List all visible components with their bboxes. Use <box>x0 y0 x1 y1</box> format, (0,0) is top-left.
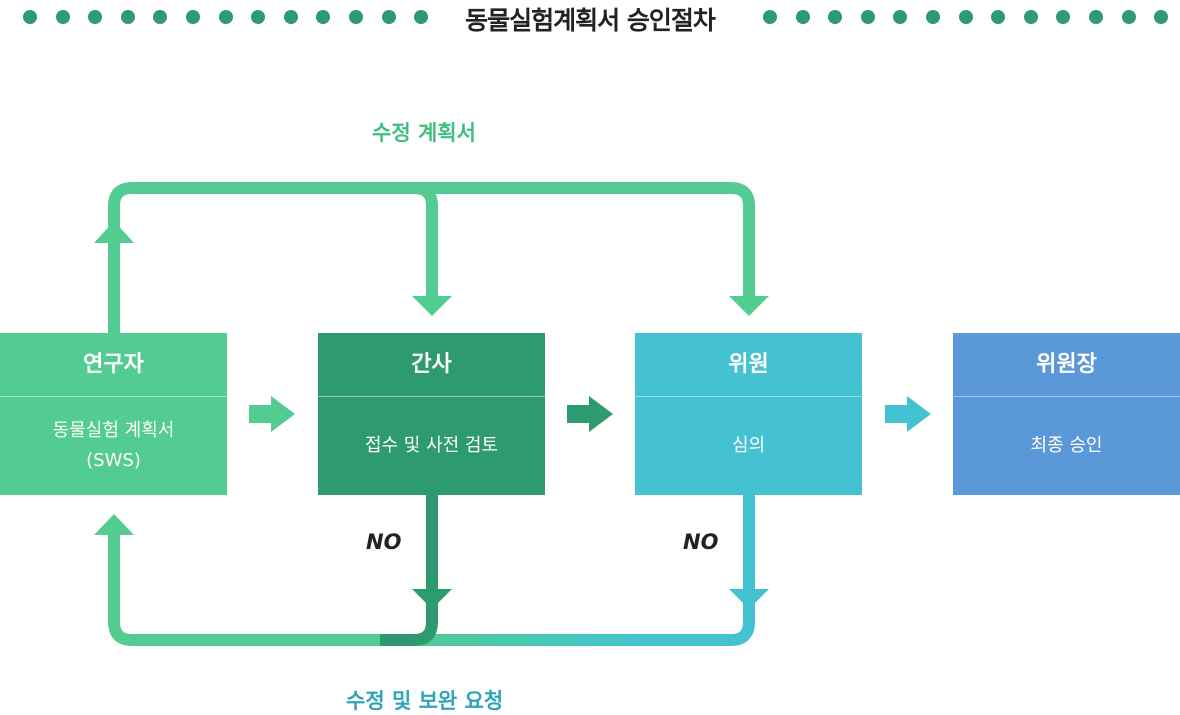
title-dot <box>185 10 200 24</box>
revised-plan-path-admin <box>108 182 438 333</box>
step-arrow-2-icon <box>567 396 613 432</box>
title-dot <box>381 10 396 24</box>
title-dot <box>893 10 908 24</box>
title-dot <box>153 10 168 24</box>
chair-role: 위원장 <box>953 333 1180 397</box>
arrow-down-admin-icon <box>412 296 452 316</box>
title-dot <box>991 10 1006 24</box>
arrow-down-committee-no-icon <box>729 589 769 609</box>
title-dot <box>1154 10 1169 24</box>
committee-box: 위원 심의 <box>635 333 862 495</box>
researcher-role: 연구자 <box>0 333 227 397</box>
title-dot <box>795 10 810 24</box>
chair-box: 위원장 최종 승인 <box>953 333 1180 495</box>
chair-task: 최종 승인 <box>1030 435 1103 456</box>
title-dot <box>414 10 429 24</box>
title-dot <box>348 10 363 24</box>
arrow-up-researcher-icon <box>94 221 134 243</box>
revision-request-label: 수정 및 보완 요청 <box>346 689 504 713</box>
title-dot <box>925 10 940 24</box>
title-dot <box>316 10 331 24</box>
title-dot <box>1056 10 1071 24</box>
title-dots-left <box>23 10 429 24</box>
title-dot <box>251 10 266 24</box>
title-dot <box>828 10 843 24</box>
committee-role: 위원 <box>635 333 862 397</box>
title-dot <box>23 10 37 24</box>
researcher-box: 연구자 동물실험 계획서 (SWS) <box>0 333 227 495</box>
title-dot <box>860 10 875 24</box>
title-dot <box>1023 10 1038 24</box>
title-dot <box>1088 10 1103 24</box>
title-dot <box>1121 10 1136 24</box>
step-arrow-3-icon <box>885 396 931 432</box>
page-title: 동물실험계획서 승인절차 <box>465 6 716 35</box>
admin-task: 접수 및 사전 검토 <box>364 435 499 456</box>
admin-no-label: NO <box>366 530 402 554</box>
admin-role: 간사 <box>318 333 545 397</box>
title-dot <box>55 10 70 24</box>
arrow-down-committee-icon <box>729 296 769 316</box>
title-dot <box>763 10 777 24</box>
arrow-down-admin-no-icon <box>412 589 452 609</box>
revision-request-path <box>108 495 755 646</box>
title-dot <box>88 10 103 24</box>
title-dots-right <box>763 10 1169 24</box>
title-row: 동물실험계획서 승인절차 <box>0 0 1180 36</box>
step-arrow-1-icon <box>249 396 295 432</box>
committee-no-label: NO <box>683 530 719 554</box>
revised-plan-path-committee <box>414 182 755 300</box>
admin-no-path <box>380 495 438 646</box>
title-dot <box>283 10 298 24</box>
title-dot <box>120 10 135 24</box>
title-dot <box>958 10 973 24</box>
revised-plan-label: 수정 계획서 <box>372 121 476 145</box>
admin-box: 간사 접수 및 사전 검토 <box>318 333 545 495</box>
title-dot <box>218 10 233 24</box>
arrow-up-return-icon <box>94 514 134 535</box>
researcher-task: 동물실험 계획서 (SWS) <box>52 420 175 471</box>
committee-task: 심의 <box>731 435 766 456</box>
